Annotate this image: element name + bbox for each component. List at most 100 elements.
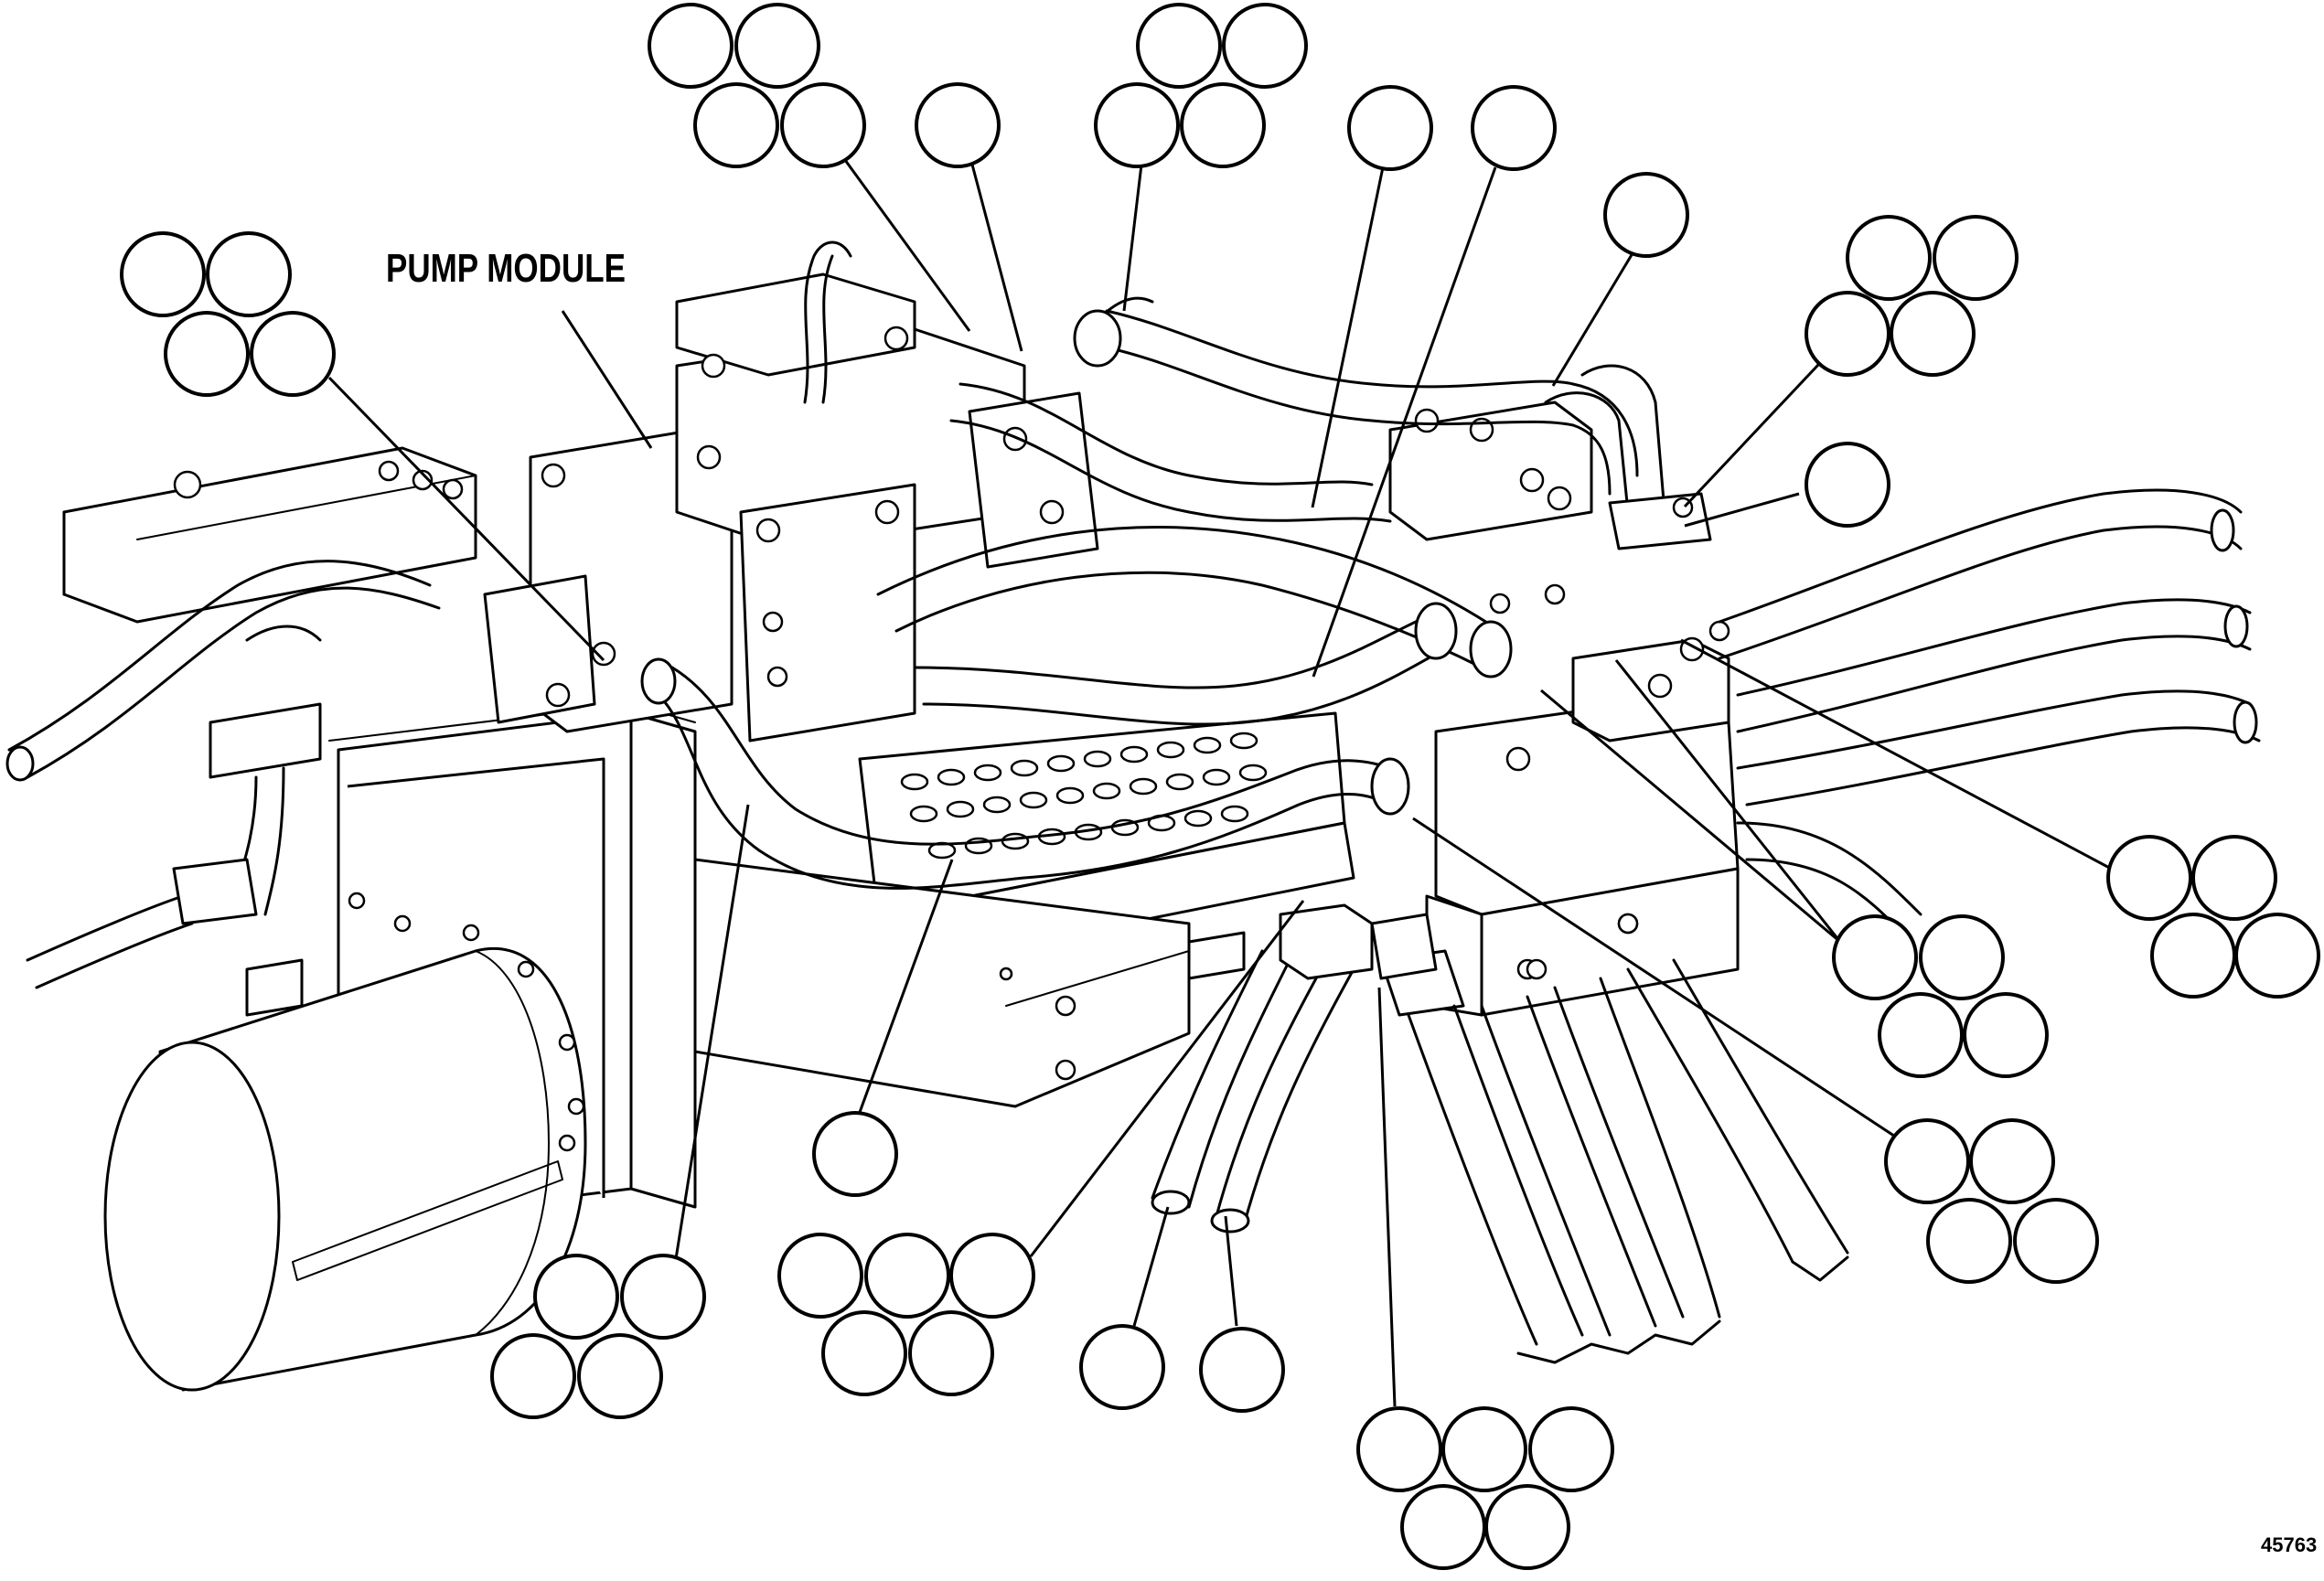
callout-bubble[interactable]: [1441, 1406, 1527, 1492]
callout-bubble[interactable]: [1919, 914, 2005, 1000]
hanging-hoses: [1151, 913, 1849, 1364]
callout-group-right-bottom: [1884, 1118, 2099, 1284]
callout-bubble[interactable]: [1933, 215, 2019, 301]
leader-pump-module: [561, 310, 653, 449]
callout-bubble[interactable]: [1963, 992, 2049, 1078]
callout-bubble[interactable]: [1222, 3, 1308, 89]
leader-lines: [327, 149, 2129, 1407]
leader-bottom-left: [673, 804, 750, 1266]
callout-bubble[interactable]: [533, 1254, 619, 1340]
callout-bubble[interactable]: [864, 1233, 950, 1319]
pump-module-body: [483, 240, 1099, 742]
callout-group-top-right: [1094, 3, 1308, 168]
callout-bubble[interactable]: [206, 231, 292, 317]
leader-bottom-center: [1029, 900, 1305, 1257]
left-fittings: [172, 625, 322, 1017]
callout-bubble[interactable]: [780, 82, 866, 168]
callout-bubble[interactable]: [693, 82, 779, 168]
callout-bubble[interactable]: [949, 1233, 1035, 1319]
leader-bottom-single-a: [853, 859, 954, 1126]
callout-bubble[interactable]: [164, 311, 250, 397]
callout-bubble[interactable]: [648, 3, 734, 89]
leader-bottom-single-b: [1132, 1206, 1170, 1327]
leader-top-right: [1122, 164, 1143, 312]
callout-bubble[interactable]: [1603, 172, 1689, 258]
callout-bubble[interactable]: [2106, 835, 2192, 921]
hydraulic-assembly-artwork: [5, 240, 2261, 1392]
callout-group-top-center: [648, 3, 866, 168]
front-pressure-hose: [640, 657, 1410, 890]
leader-bottom-right: [1377, 987, 1397, 1407]
callout-bubble[interactable]: [1528, 1406, 1614, 1492]
filter-drum: [103, 947, 587, 1392]
callout-bubble[interactable]: [2191, 835, 2277, 921]
callout-bubble[interactable]: [1094, 82, 1180, 168]
top-crossover-hose: [949, 296, 1639, 523]
callout-bubble[interactable]: [734, 3, 820, 89]
callout-bubbles: [120, 3, 2320, 1570]
callout-bubble[interactable]: [812, 1111, 898, 1197]
callout-bubble[interactable]: [908, 1310, 994, 1396]
leader-top-single-d: [1551, 252, 1634, 387]
middle-crossover-hose: [876, 526, 1513, 726]
callout-bubble[interactable]: [2013, 1198, 2099, 1284]
left-frame-rail: [62, 446, 477, 624]
leader-right-lower-b: [1614, 659, 1842, 943]
pump-module-label: PUMP MODULE: [386, 246, 626, 291]
motor-flange-bolts: [348, 892, 585, 1152]
callout-bubble[interactable]: [1356, 1406, 1442, 1492]
leader-right-lower-a: [1540, 689, 1841, 944]
callout-bubble[interactable]: [1890, 291, 1976, 377]
callout-group-right-middle: [2106, 835, 2320, 999]
leader-right-single: [1684, 492, 1800, 528]
callout-bubble[interactable]: [1969, 1118, 2055, 1204]
callout-bubble[interactable]: [1884, 1118, 1970, 1204]
lower-bracket-plate: [693, 858, 1191, 1108]
callout-bubble[interactable]: [1832, 914, 1918, 1000]
callout-bubble[interactable]: [490, 1333, 576, 1419]
callout-bubble[interactable]: [2234, 913, 2320, 999]
callout-group-upper-left: [120, 231, 336, 397]
callout-bubble[interactable]: [2150, 913, 2236, 999]
elbow-clamp: [1544, 364, 1712, 550]
callout-bubble[interactable]: [821, 1310, 907, 1396]
leader-top-center: [836, 149, 971, 332]
callout-group-bottom-center: [777, 1233, 1035, 1396]
callout-bubble[interactable]: [915, 82, 1001, 168]
callout-bubble[interactable]: [1926, 1198, 2012, 1284]
callout-bubble[interactable]: [1347, 85, 1433, 171]
callout-bubble[interactable]: [1846, 215, 1932, 301]
figure-number: 45763: [2261, 1533, 2317, 1556]
callout-bubble[interactable]: [777, 1233, 863, 1319]
callout-bubble[interactable]: [1805, 291, 1890, 377]
callout-bubble[interactable]: [1180, 82, 1266, 168]
callout-bubble[interactable]: [1079, 1324, 1165, 1410]
callout-bubble[interactable]: [1878, 992, 1964, 1078]
callout-bubble[interactable]: [1484, 1484, 1570, 1570]
callout-bubble[interactable]: [1471, 85, 1557, 171]
callout-bubble[interactable]: [1199, 1327, 1285, 1413]
callout-bubble[interactable]: [120, 231, 206, 317]
leader-top-single-b: [1311, 166, 1385, 508]
leader-top-single-c: [1312, 166, 1497, 678]
callout-bubble[interactable]: [250, 311, 336, 397]
callout-group-bottom-right: [1356, 1406, 1614, 1570]
leader-top-single-a: [970, 164, 1023, 352]
callout-bubble[interactable]: [620, 1254, 706, 1340]
callout-bubble[interactable]: [1136, 3, 1222, 89]
leader-right-upper: [1683, 347, 1835, 508]
leader-bottom-single-c: [1224, 1215, 1238, 1327]
leader-upper-left: [327, 376, 605, 662]
leader-right-bottom: [1412, 817, 1917, 1152]
callout-bubble[interactable]: [577, 1333, 663, 1419]
callout-bubble[interactable]: [1805, 442, 1890, 528]
left-return-hose: [5, 560, 441, 989]
leader-right-middle: [1680, 638, 2129, 880]
callout-group-right-upper: [1805, 215, 2019, 377]
right-sweeping-hoses: [1718, 488, 2261, 935]
callout-group-right-lower: [1832, 914, 2049, 1078]
bottom-fittings: [1187, 903, 1438, 980]
callout-bubble[interactable]: [1400, 1484, 1486, 1570]
